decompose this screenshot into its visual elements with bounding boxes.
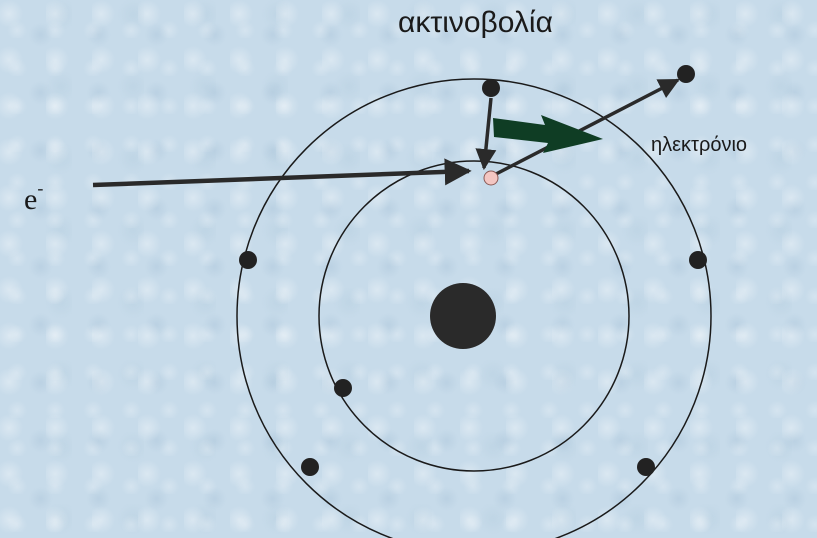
incoming-particle-symbol: e (24, 183, 38, 216)
electron-dot-bottom-left (301, 458, 319, 476)
ejected-electron-arrow (495, 78, 680, 176)
outer-orbit (236, 78, 712, 538)
electron-dot-inner (334, 379, 352, 397)
incoming-particle-charge: - (37, 178, 44, 198)
electron-dot-top (482, 79, 500, 97)
radiation-arrow (493, 115, 603, 153)
nucleus (430, 283, 496, 349)
transition-arrow (475, 97, 497, 171)
incoming-particle-label: e- (24, 178, 43, 217)
electron-label: ηλεκτρόνιο (651, 134, 748, 156)
incoming-arrow (92, 158, 472, 188)
ejected-electron-dot (677, 65, 695, 83)
radiation-label: ακτινοβολία (398, 6, 553, 39)
vacancy-dot (483, 170, 499, 186)
electron-dot-right (689, 251, 707, 269)
electron-dot-bottom-right (637, 458, 655, 476)
electron-dot-left (239, 251, 257, 269)
inner-orbit (318, 160, 630, 472)
